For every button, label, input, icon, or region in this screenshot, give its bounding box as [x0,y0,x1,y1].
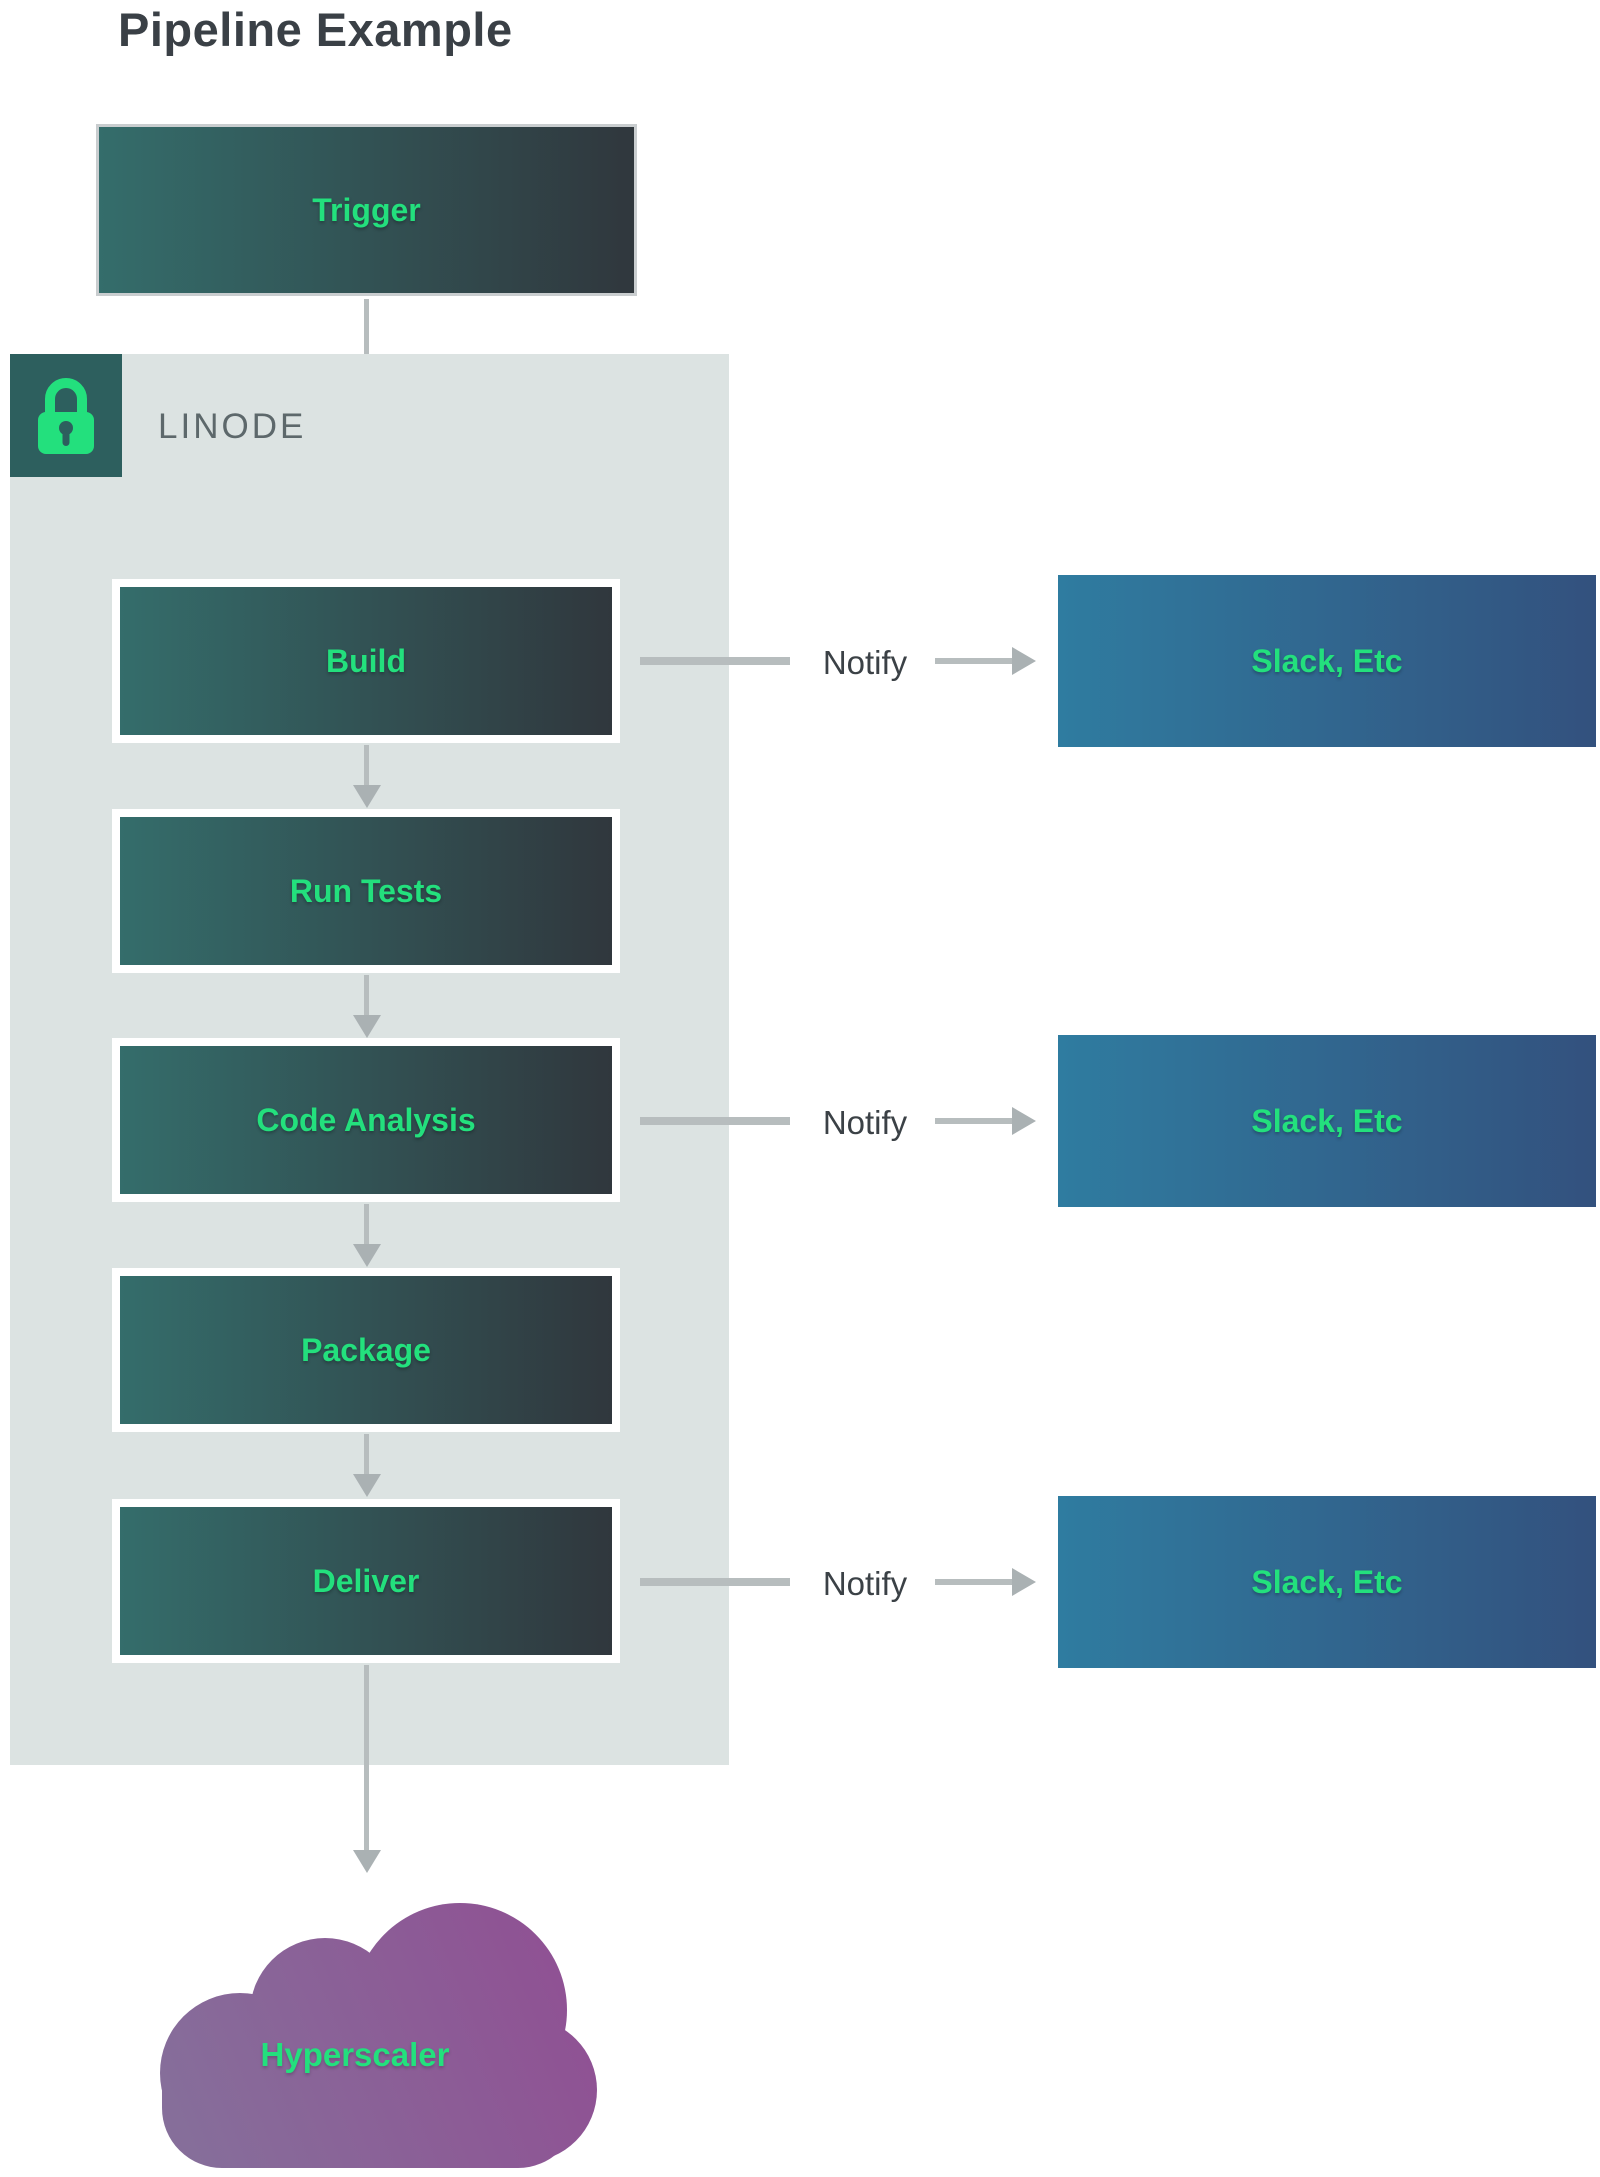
arrowhead-notify-to-slack-3 [1012,1568,1036,1596]
arrowhead-notify-to-slack-1 [1012,647,1036,675]
stage-package-label: Package [301,1331,431,1368]
arrowhead-codeanalysis-to-package [353,1244,381,1267]
stage-run-tests-label: Run Tests [289,872,443,909]
trigger-label: Trigger [312,191,421,228]
arrowhead-build-to-runtests [353,785,381,808]
platform-label: LINODE [158,407,307,446]
slack-label-2: Slack, Etc [1251,1102,1403,1139]
cloud-label: Hyperscaler [260,2036,450,2073]
stage-deliver: Deliver [112,1499,620,1663]
lock-icon [38,377,94,454]
hyperscaler-cloud: Hyperscaler [140,1898,600,2170]
lock-tile [10,354,122,477]
arrowhead-package-to-deliver [353,1474,381,1497]
arrow-build-to-runtests [364,745,369,787]
stage-deliver-label: Deliver [312,1562,420,1599]
notify-label-build: Notify [822,644,908,681]
line-deliver-to-notify [640,1578,790,1586]
arrow-notify-to-slack-1 [935,658,1015,664]
arrowhead-runtests-to-codeanalysis [353,1015,381,1038]
slack-node-1: Slack, Etc [1058,575,1596,747]
stage-code-analysis-label: Code Analysis [256,1101,476,1138]
arrowhead-deliver-to-cloud [353,1850,381,1873]
arrow-runtests-to-codeanalysis [364,975,369,1017]
slack-label-1: Slack, Etc [1251,642,1403,679]
slack-label-3: Slack, Etc [1251,1563,1403,1600]
stage-package: Package [112,1268,620,1432]
slack-node-3: Slack, Etc [1058,1496,1596,1668]
arrow-notify-to-slack-3 [935,1579,1015,1585]
arrow-package-to-deliver [364,1434,369,1476]
stage-build-label: Build [326,642,406,679]
arrowhead-notify-to-slack-2 [1012,1107,1036,1135]
arrow-deliver-to-cloud [364,1665,369,1850]
notify-label-codeanalysis: Notify [822,1104,908,1141]
arrow-notify-to-slack-2 [935,1118,1015,1124]
line-codeanalysis-to-notify [640,1117,790,1125]
line-build-to-notify [640,657,790,665]
slack-node-2: Slack, Etc [1058,1035,1596,1207]
arrow-codeanalysis-to-package [364,1204,369,1246]
stage-build: Build [112,579,620,743]
trigger-node: Trigger [96,124,637,296]
cloud-icon [160,1903,597,2168]
stage-code-analysis: Code Analysis [112,1038,620,1202]
page-title: Pipeline Example [118,3,513,56]
stage-run-tests: Run Tests [112,809,620,973]
notify-label-deliver: Notify [822,1565,908,1602]
